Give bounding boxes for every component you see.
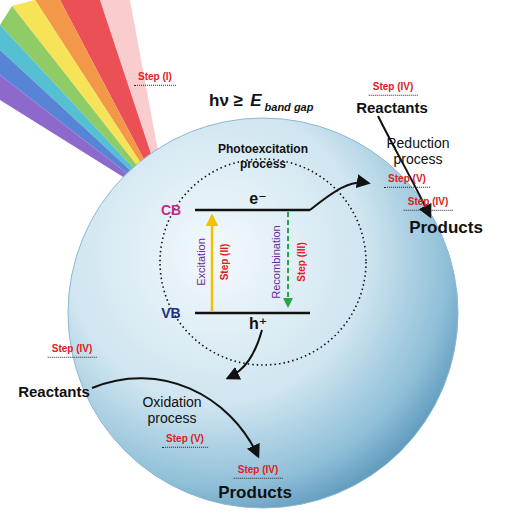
energy-condition: hν ≥ bbox=[209, 91, 243, 111]
electron-transfer-arrow bbox=[310, 182, 368, 210]
electron-symbol: e⁻ bbox=[249, 190, 266, 208]
energy-subscript: band gap bbox=[265, 101, 314, 114]
band-label: VB bbox=[161, 305, 180, 321]
process-label: Oxidation process bbox=[127, 394, 217, 426]
products-label: Products bbox=[409, 218, 483, 238]
step-label: Step (IV) bbox=[404, 196, 453, 211]
step-label: Step (IV) bbox=[234, 464, 283, 479]
step-label: Step (I) bbox=[134, 71, 176, 86]
hole-symbol: h⁺ bbox=[249, 315, 267, 333]
node-title: Photoexcitation process bbox=[203, 142, 323, 172]
hole-transfer-arrow bbox=[228, 330, 262, 378]
energy-symbol: E bbox=[250, 91, 261, 111]
process-label: Reduction process bbox=[376, 135, 460, 167]
recombination-arrow bbox=[287, 212, 289, 306]
reactants-label: Reactants bbox=[18, 383, 90, 400]
step-label: Step (V) bbox=[384, 173, 430, 188]
valence-band bbox=[195, 312, 310, 315]
conduction-band bbox=[195, 209, 310, 212]
step-label: Step (II) bbox=[219, 244, 231, 281]
process-label: Recombination bbox=[270, 225, 283, 298]
step-label: Step (IV) bbox=[369, 81, 418, 96]
step-label: Step (III) bbox=[296, 242, 308, 281]
step-label: Step (IV) bbox=[48, 343, 97, 358]
process-label: Excitation bbox=[195, 238, 208, 286]
oxidation-arrow bbox=[92, 378, 258, 456]
products-label: Products bbox=[218, 483, 292, 503]
reactants-label: Reactants bbox=[356, 99, 428, 116]
dotted-circle bbox=[160, 159, 366, 365]
step-label: Step (V) bbox=[162, 433, 208, 448]
band-label: CB bbox=[161, 202, 181, 218]
excitation-arrow bbox=[211, 216, 214, 311]
sphere-body bbox=[68, 118, 458, 508]
